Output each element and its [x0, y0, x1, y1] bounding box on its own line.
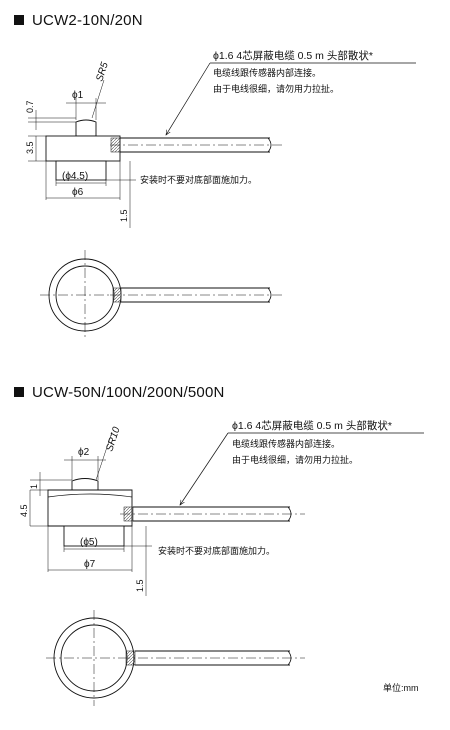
section2-note-line2: 由于电线很细，请勿用力拉扯。 — [232, 455, 359, 465]
section1-sr-label: SR5 — [94, 61, 111, 83]
bullet-square-icon — [14, 387, 24, 397]
section1-cable-note: ϕ1.6 4芯屏蔽电缆 0.5 m 头部散状* — [213, 50, 373, 62]
unit-label: 单位:mm — [383, 683, 419, 693]
section2-top-height-label: 1 — [29, 484, 39, 489]
section1-body-height-label: 3.5 — [25, 141, 35, 154]
bullet-square-icon — [14, 15, 24, 25]
section1-bottom-height-label: 1.5 — [119, 209, 129, 222]
section1-top-diameter-label: ϕ1 — [72, 90, 84, 101]
section2-sr-label: SR10 — [104, 425, 122, 453]
section2-body-height-label: 4.5 — [19, 504, 29, 517]
section2-cable-note: ϕ1.6 4芯屏蔽电缆 0.5 m 头部散状* — [232, 420, 392, 432]
section2-note-line1: 电缆线跟传感器内部连接。 — [232, 439, 341, 449]
section2-top-diameter-label: ϕ2 — [78, 447, 90, 458]
section2-side-view: 1 4.5 ϕ2 SR10 (ϕ5) ϕ7 1.5 — [19, 425, 424, 706]
section2-install-note: 安装时不要对底部面施加力。 — [158, 546, 276, 556]
section2-title: UCW-50N/100N/200N/500N — [14, 384, 225, 401]
section1-side-view: 0.7 3.5 ϕ1 SR5 (ϕ4.5) ϕ6 1.5 — [25, 61, 416, 340]
section2-bottom-diameter-label: (ϕ5) — [80, 537, 98, 548]
section1-body-diameter-label: ϕ6 — [72, 187, 84, 198]
section2-bottom-height-label: 1.5 — [135, 579, 145, 592]
section1-bottom-diameter-label: (ϕ4.5) — [62, 171, 88, 182]
section1-note-line2: 由于电线很细，请勿用力拉扯。 — [213, 84, 340, 94]
section1-install-note: 安装时不要对底部面施加力。 — [140, 175, 258, 185]
section2-body-diameter-label: ϕ7 — [84, 559, 96, 570]
section1-note-line1: 电缆线跟传感器内部连接。 — [213, 68, 322, 78]
section1-top-height-label: 0.7 — [25, 100, 35, 113]
section1-title: UCW2-10N/20N — [14, 12, 143, 29]
